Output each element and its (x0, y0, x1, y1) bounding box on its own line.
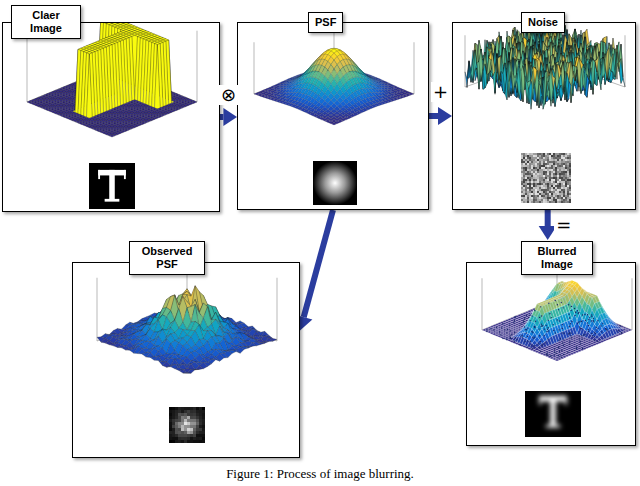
surface-mesh (27, 23, 197, 137)
panel: Claer Image (2, 22, 220, 212)
flow-arrow (220, 108, 237, 126)
flow-arrow (429, 107, 452, 125)
surface-mesh (465, 23, 625, 109)
axis-line (254, 42, 255, 94)
letter-stroke (124, 170, 126, 179)
flow-arrow (295, 210, 333, 331)
plot-illustration (238, 23, 428, 209)
plot-axes (254, 23, 414, 94)
arrow-shaft (545, 210, 551, 226)
panel-title: PSF (308, 12, 343, 33)
letter-stroke (105, 199, 120, 202)
axis-line (254, 63, 334, 94)
panel: Noise (452, 22, 636, 210)
panel: PSF (237, 22, 429, 210)
surface-cell (155, 45, 161, 109)
axis-line (334, 63, 414, 94)
arrow-shaft (220, 114, 223, 120)
surface-cell (331, 122, 337, 125)
axis-line (625, 35, 626, 87)
axis-line (27, 31, 28, 102)
image-ground (89, 163, 135, 209)
letter-stroke (98, 170, 100, 179)
axis-line (414, 42, 415, 94)
letter-stroke (109, 170, 115, 201)
arrow-head (438, 107, 452, 125)
arrow-shaft (429, 113, 438, 119)
arrow-head (223, 108, 237, 126)
axis-line (465, 35, 466, 87)
arrow-shaft (304, 210, 333, 317)
surface-cell (87, 54, 93, 118)
surface-mesh (254, 48, 414, 125)
plot-illustration (453, 23, 635, 209)
surface-cell (109, 135, 115, 137)
image-thumbnail (313, 161, 357, 205)
plot-illustration (3, 23, 219, 211)
axis-line (197, 31, 198, 102)
image-thumbnail (89, 163, 135, 209)
panel-title: Claer Image (11, 5, 81, 39)
